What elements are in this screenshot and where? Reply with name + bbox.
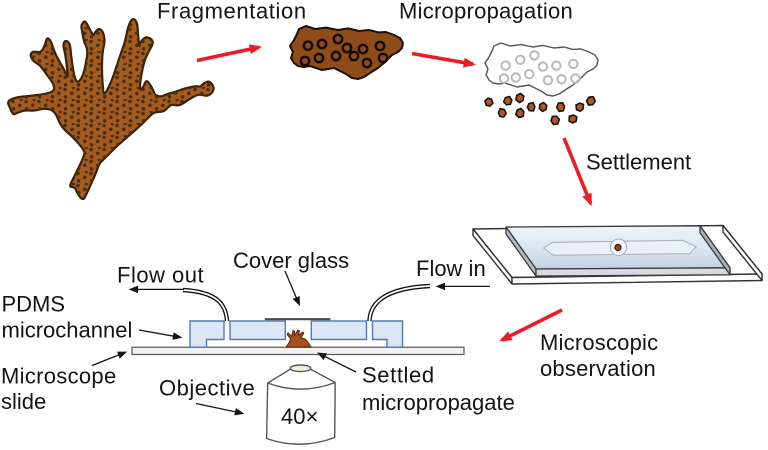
svg-text:microchannel: microchannel xyxy=(2,318,133,343)
svg-text:slide: slide xyxy=(1,389,46,414)
svg-text:observation: observation xyxy=(540,356,656,381)
svg-text:Settlement: Settlement xyxy=(586,150,691,175)
svg-text:micropropagate: micropropagate xyxy=(362,390,515,415)
svg-text:Flow out: Flow out xyxy=(117,263,204,288)
svg-text:Micropropagation: Micropropagation xyxy=(399,0,573,24)
svg-text:Fragmentation: Fragmentation xyxy=(157,0,307,24)
svg-text:40×: 40× xyxy=(281,404,318,429)
svg-text:Flow in: Flow in xyxy=(416,256,486,281)
svg-text:Settled: Settled xyxy=(362,363,435,388)
svg-text:Microscopic: Microscopic xyxy=(540,330,658,355)
svg-text:PDMS: PDMS xyxy=(2,291,66,316)
svg-text:Cover glass: Cover glass xyxy=(233,248,349,273)
svg-text:Microscope: Microscope xyxy=(1,364,116,389)
svg-text:Objective: Objective xyxy=(159,376,255,401)
